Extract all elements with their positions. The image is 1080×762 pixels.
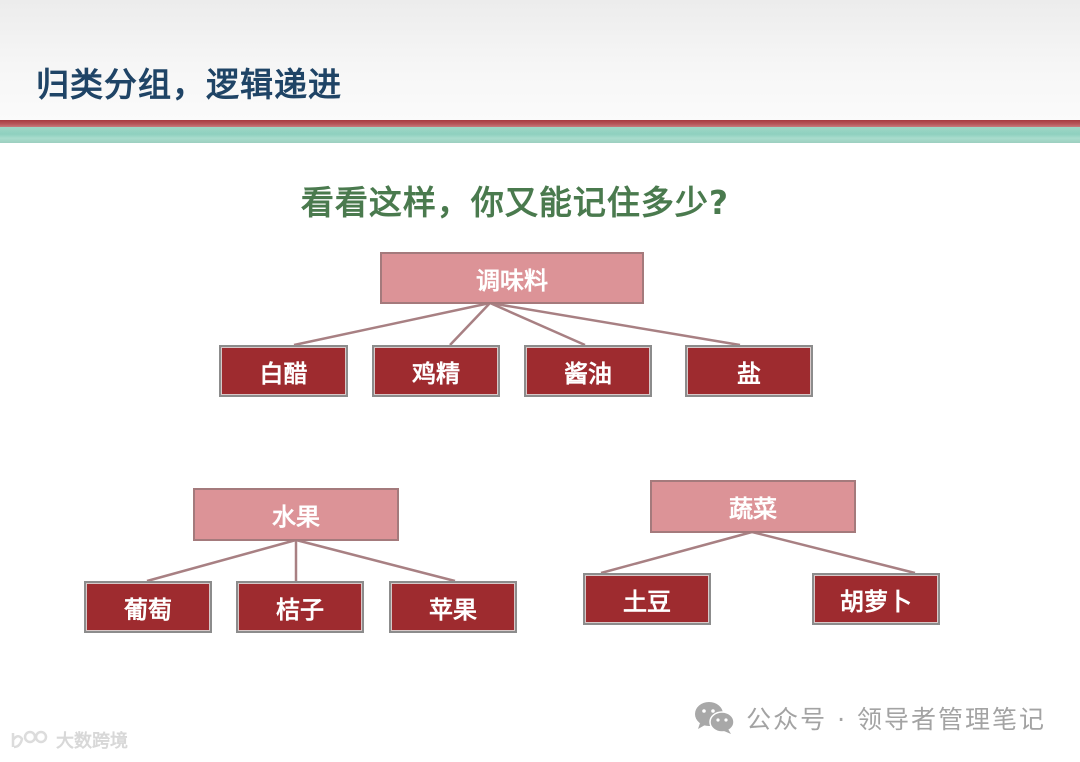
connector-line (489, 301, 741, 347)
item-box: 葡萄 (84, 581, 212, 633)
watermark-text: 公众号 · 领导者管理笔记 (746, 705, 1046, 734)
connector-line (146, 538, 297, 583)
connector-line (489, 301, 586, 347)
connector-line (295, 538, 456, 583)
item-box: 鸡精 (372, 345, 500, 397)
item-label: 桔子 (276, 595, 324, 624)
corner-logo-text: 大数跨境 (56, 731, 128, 752)
category-box-seasoning: 调味料 (380, 252, 644, 304)
question-heading: 看看这样，你又能记住多少? (0, 176, 1080, 224)
slide-title: 归类分组，逻辑递进 (36, 65, 342, 104)
connector-line (293, 301, 491, 347)
category-label: 调味料 (476, 266, 548, 295)
item-label: 葡萄 (124, 595, 172, 624)
slide-header: 归类分组，逻辑递进 (0, 0, 1080, 120)
category-label: 蔬菜 (729, 495, 777, 523)
item-label: 白醋 (259, 359, 308, 388)
item-label: 酱油 (564, 359, 612, 388)
connector-line (751, 530, 916, 575)
corner-logo: 大数跨境 (10, 727, 128, 753)
connector-line (449, 302, 491, 346)
category-box-vegetable: 蔬菜 (650, 480, 856, 533)
logo-mark-icon (11, 730, 48, 749)
item-label: 鸡精 (412, 359, 460, 388)
item-box: 胡萝卜 (812, 573, 940, 625)
item-box: 盐 (685, 345, 813, 397)
item-box: 土豆 (583, 573, 711, 625)
item-box: 桔子 (236, 581, 364, 633)
item-label: 苹果 (429, 595, 477, 624)
wechat-icon (695, 702, 735, 734)
category-label: 水果 (272, 503, 320, 531)
item-box: 酱油 (524, 345, 652, 397)
wechat-watermark: 公众号 · 领导者管理笔记 (694, 700, 1046, 736)
connector-line (600, 530, 753, 575)
item-label: 土豆 (623, 587, 671, 616)
item-box: 白醋 (219, 345, 348, 397)
category-box-fruit: 水果 (193, 488, 399, 541)
item-label: 盐 (737, 359, 761, 388)
header-divider-teal (0, 127, 1080, 143)
question-text: 看看这样，你又能记住多少? (300, 183, 730, 222)
header-divider-red (0, 120, 1080, 127)
item-box: 苹果 (389, 581, 517, 633)
item-label: 胡萝卜 (840, 587, 912, 616)
